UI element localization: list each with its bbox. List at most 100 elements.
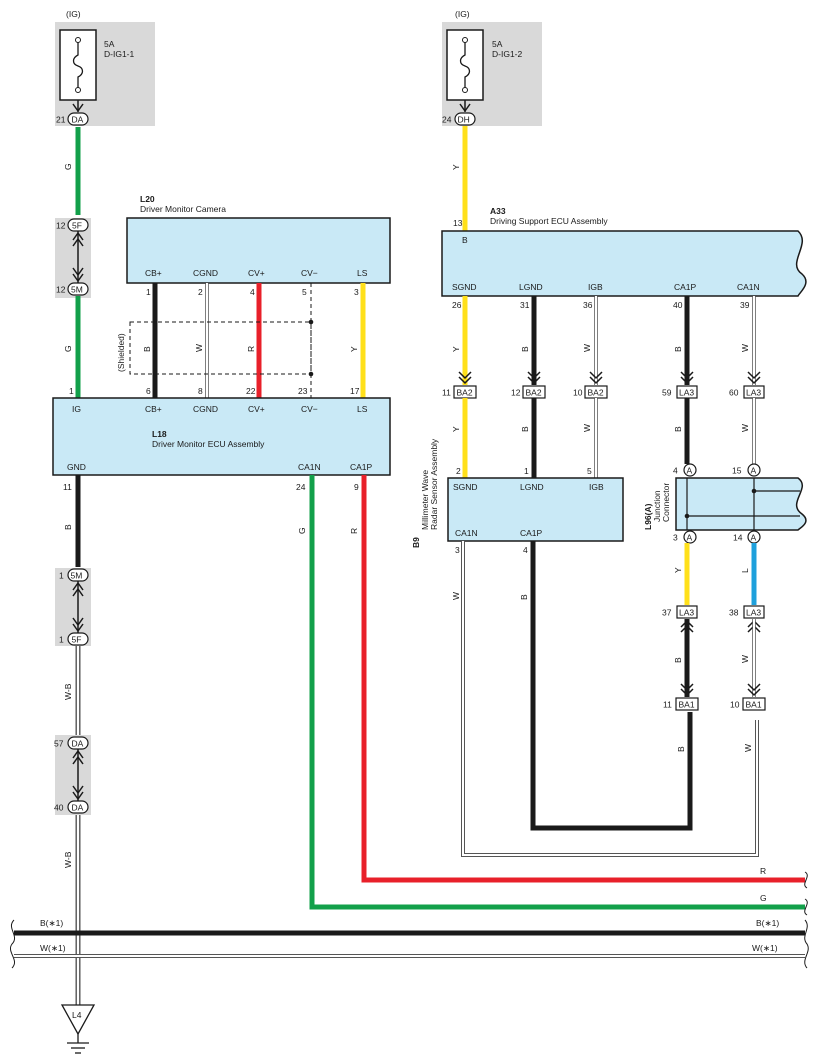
terminal-ls: LS: [357, 268, 368, 278]
wb-wire: W-B W-B: [63, 646, 81, 1005]
pin-label: 11: [63, 482, 72, 492]
camera-pin-labels: 1 2 4 5 3 B W R Y: [142, 287, 359, 352]
l96-junction-connector: A A A A 4 15 3 14 L96(A) Junction Connec…: [643, 463, 807, 544]
pin-label: 39: [740, 300, 750, 310]
connector-label: LA3: [746, 388, 761, 398]
terminal-cgnd: CGND: [193, 404, 218, 414]
b9-millimeter-wave-radar: 2 1 5 SGND LGND IGB CA1N CA1P B9 Millime…: [411, 438, 624, 555]
arrow-up-icon: [72, 749, 84, 765]
wire-color-label: W: [582, 344, 592, 352]
connector-letter: A: [687, 533, 693, 543]
wire-color-label: W: [740, 424, 750, 432]
arrow-down-icon: [589, 371, 603, 385]
pin-label: 38: [729, 608, 739, 618]
terminal-cgnd: CGND: [193, 268, 218, 278]
pin-label: 24: [296, 482, 306, 492]
terminal-cv-minus: CV−: [301, 268, 318, 278]
arrow-down-icon: [72, 267, 84, 283]
fuse-d-ig1-2: (IG) 5A D-IG1-2: [446, 9, 523, 101]
component-code: L20: [140, 194, 155, 204]
connector-label: 5F: [72, 221, 82, 231]
terminal-ca1p: CA1P: [350, 462, 373, 472]
connector-letter: A: [687, 466, 693, 476]
arrow-up-icon: [72, 231, 84, 247]
camera-wires: [152, 283, 366, 398]
connector-label: DA: [72, 739, 84, 749]
l96-output-wires: Y L: [673, 543, 757, 605]
inline-connectors-la3-row2: LA3 LA3 37 38: [662, 605, 765, 633]
pin-label: 4: [250, 287, 255, 297]
terminal-igb: IGB: [588, 282, 603, 292]
connector-label: 5M: [71, 285, 83, 295]
a33-driving-support-ecu: A33 Driving Support ECU Assembly B SGND …: [441, 206, 807, 297]
wire-color-label: B: [142, 346, 152, 352]
pin-label: 17: [350, 386, 360, 396]
fuse-supply-label: (IG): [66, 9, 81, 19]
arrow-down-icon: [747, 371, 761, 385]
component-code: L18: [152, 429, 167, 439]
wire-color-label: G: [63, 345, 73, 352]
wire-color-label: L: [740, 568, 750, 573]
pin-label: 26: [452, 300, 462, 310]
junction-5f-5m: 5F 12 5M 12: [56, 218, 89, 296]
terminal-ca1p: CA1P: [520, 528, 543, 538]
pin-label: 12: [56, 221, 66, 231]
component-name: Driver Monitor Camera: [140, 204, 226, 214]
component-code: A33: [490, 206, 506, 216]
pin-label: 31: [520, 300, 530, 310]
arrow-down-icon: [458, 371, 472, 385]
pin-label: 10: [573, 388, 583, 398]
bus-w-right-label: W(∗1): [752, 943, 778, 953]
arrow-up-icon: [72, 581, 84, 597]
terminal-ca1n: CA1N: [737, 282, 760, 292]
arrow-down-icon: [680, 371, 694, 385]
pin-label: 1: [59, 635, 64, 645]
component-name-line1: Millimeter Wave: [420, 470, 430, 530]
terminal-ca1p: CA1P: [674, 282, 697, 292]
terminal-b: B: [462, 235, 468, 245]
fuse-rating: 5A: [492, 39, 503, 49]
terminal-cb-plus: CB+: [145, 404, 162, 414]
pin-label: 3: [455, 545, 460, 555]
terminal-ls: LS: [357, 404, 368, 414]
bus-labels-rg: R G: [760, 866, 808, 916]
pin-label: 21: [56, 115, 66, 125]
lower-a33-wires: Y B W B W: [451, 398, 756, 478]
wire-color-label: W: [451, 592, 461, 600]
b9-return-wires: W B: [451, 541, 759, 857]
wire-color-label: B: [673, 426, 683, 432]
connector-label: DA: [72, 115, 84, 125]
pin-label: 11: [442, 388, 451, 398]
fuse-icon: [459, 40, 471, 90]
pin-label: 12: [56, 285, 66, 295]
a33-output-wires: 26 31 36 40 39 Y B W B W: [451, 296, 756, 385]
connector-label: BA2: [457, 388, 473, 398]
wire-color-label: Y: [451, 426, 461, 432]
wire-color-label: W: [194, 344, 204, 352]
wire-color-label: W: [740, 344, 750, 352]
wire-color-label: Y: [349, 346, 359, 352]
pin-label: 22: [246, 386, 256, 396]
terminal-ca1n: CA1N: [298, 462, 321, 472]
component-name-line2: Connector: [661, 483, 671, 522]
l18-output-wires: B G R: [63, 475, 805, 910]
wire-color-label: R: [349, 528, 359, 534]
pin-label: 4: [673, 466, 678, 476]
wire-color-label: B: [520, 346, 530, 352]
terminal-cv-minus: CV−: [301, 404, 318, 414]
pin-label: 59: [662, 388, 672, 398]
terminal-ig: IG: [72, 404, 81, 414]
terminal-gnd: GND: [67, 462, 86, 472]
arrow-down-icon: [72, 617, 84, 633]
mid-wires: B W: [673, 619, 756, 697]
pin-label: 24: [442, 115, 452, 125]
bus-b-left-label: B(∗1): [40, 918, 63, 928]
terminal-cv-plus: CV+: [248, 404, 265, 414]
connector-letter: A: [751, 533, 757, 543]
pin-label: 1: [146, 287, 151, 297]
inline-connectors-ba1: BA1 BA1 11 10 B W: [663, 683, 766, 752]
pin-label: 60: [729, 388, 739, 398]
terminal-cb-plus: CB+: [145, 268, 162, 278]
inline-connector-boxes-row1: BA2 BA2 BA2 LA3 LA3 11 12 10 59 60: [442, 385, 765, 399]
